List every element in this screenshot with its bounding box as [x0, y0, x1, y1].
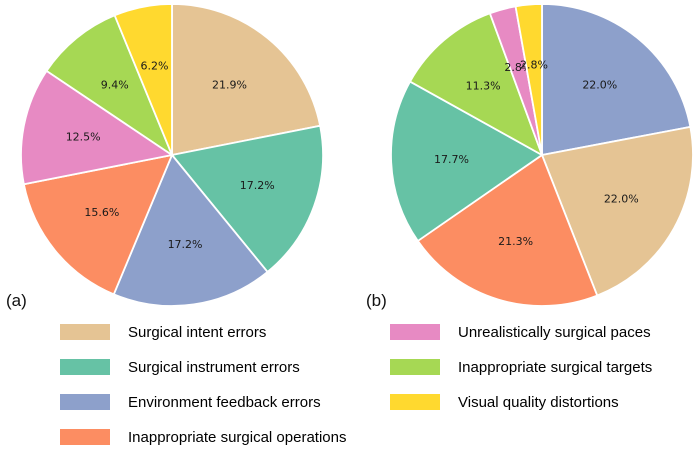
legend-label: Unrealistically surgical paces: [458, 323, 651, 341]
legend-label: Inappropriate surgical operations: [128, 428, 347, 446]
legend-column-right: Unrealistically surgical paces Inappropr…: [390, 324, 652, 429]
pie-charts-svg: 21.9% 17.2% 17.2% 15.6% 12.5% 9.4% 6.2% 22.0% 22…: [20, 3, 694, 307]
pie-a-pct-label-6: 6.2%: [140, 60, 168, 73]
legend-item: Unrealistically surgical paces: [390, 323, 652, 341]
pie-b-slice-4: [409, 12, 543, 156]
legend-label: Inappropriate surgical targets: [458, 358, 653, 376]
legend-swatch-icon: [390, 394, 440, 410]
pie-a-pct-label-3: 15.6%: [84, 206, 119, 219]
pie-b-slice-1: [541, 126, 694, 297]
legend-item: Inappropriate surgical operations: [60, 428, 347, 446]
pie-a-slice-6: [113, 3, 173, 156]
pie-b-slice-3: [390, 80, 543, 242]
legend-item: Inappropriate surgical targets: [390, 358, 653, 376]
pie-a-slice-4: [20, 70, 173, 186]
legend-label: Environment feedback errors: [128, 393, 321, 411]
pie-a-slice-1: [171, 124, 324, 273]
pie-a-pct-label-2: 17.2%: [168, 238, 203, 251]
pie-b-slice-0: [541, 3, 692, 156]
legend-item: Surgical intent errors: [60, 323, 346, 341]
legend-label: Surgical instrument errors: [128, 358, 300, 376]
legend-item: Surgical instrument errors: [60, 358, 346, 376]
legend-item: Environment feedback errors: [60, 393, 346, 411]
legend-item: Visual quality distortions: [390, 393, 652, 411]
pie-a-pct-label-4: 12.5%: [66, 131, 101, 144]
pie-b-pct-label-4: 11.3%: [466, 80, 501, 93]
panel-label-a: (a): [6, 291, 27, 310]
pie-b-pct-label-6: 2.8%: [520, 58, 548, 71]
panel-label-b: (b): [366, 291, 387, 310]
pie-b-pct-label-0: 22.0%: [582, 79, 617, 92]
legend-swatch-icon: [390, 324, 440, 340]
pie-a-pct-label-5: 9.4%: [101, 78, 129, 91]
legend-label: Visual quality distortions: [458, 393, 619, 411]
pie-b-pct-label-3: 17.7%: [434, 153, 469, 166]
pie-b-pct-label-2: 21.3%: [498, 235, 533, 248]
legend-swatch-icon: [390, 359, 440, 375]
legend-swatch-icon: [60, 394, 110, 410]
pie-a-slice-5: [45, 14, 173, 156]
legend-column-left: Surgical intent errors Surgical instrume…: [60, 324, 346, 464]
pie-a-pct-label-0: 21.9%: [212, 79, 247, 92]
legend-label: Surgical intent errors: [128, 323, 267, 341]
pie-a-slice-3: [22, 154, 173, 296]
legend-swatch-icon: [60, 359, 110, 375]
pie-b-pct-label-1: 22.0%: [604, 192, 639, 205]
pie-b-slice-6: [514, 3, 543, 156]
pie-a-pct-label-1: 17.2%: [240, 179, 275, 192]
pie-a-slice-0: [171, 3, 322, 156]
legend-swatch-icon: [60, 324, 110, 340]
legend-swatch-icon: [60, 429, 110, 445]
pie-a-slice-2: [112, 154, 269, 307]
pie-b-slice-2: [416, 154, 599, 307]
